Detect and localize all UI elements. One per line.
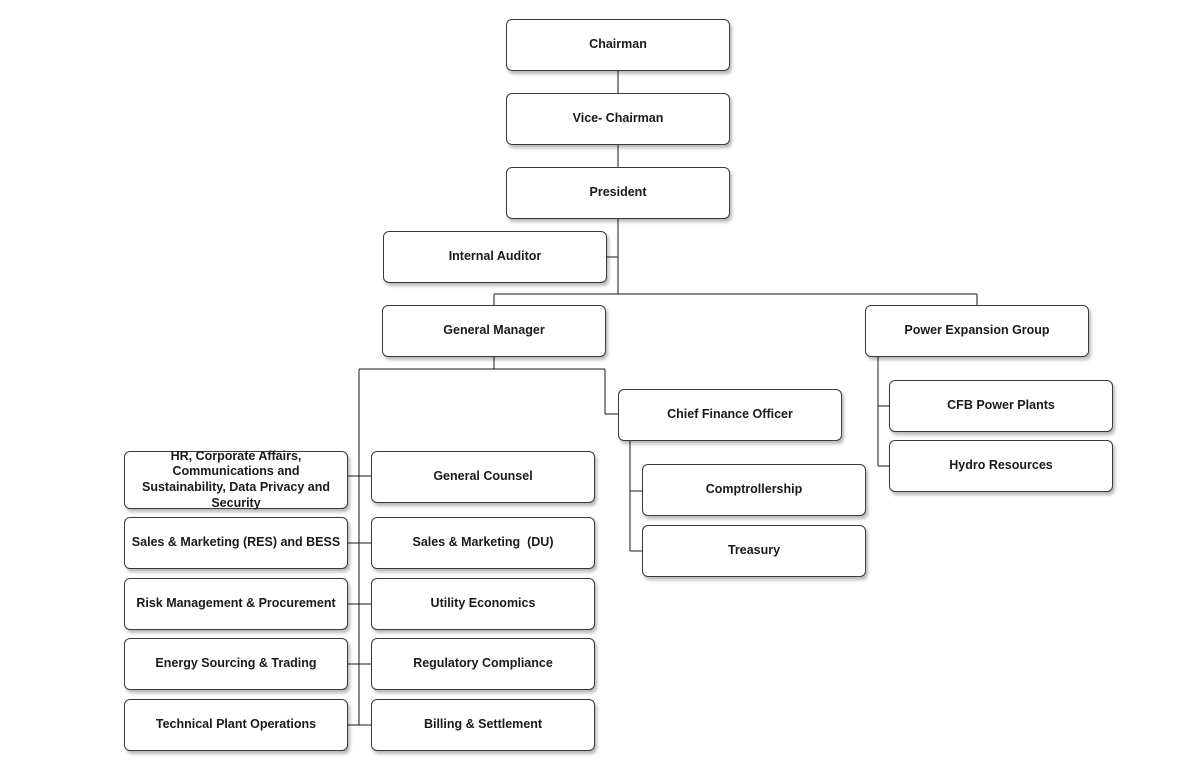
hydro-resources-box: Hydro Resources — [889, 440, 1113, 492]
treasury-label: Treasury — [727, 543, 781, 558]
general-manager-box: General Manager — [382, 305, 606, 357]
sales-marketing-du-box: Sales & Marketing (DU) — [371, 517, 595, 569]
comptrollership-box: Comptrollership — [642, 464, 866, 516]
chief-finance-officer-box: Chief Finance Officer — [618, 389, 842, 441]
technical-plant-operations-label: Technical Plant Operations — [155, 717, 317, 732]
sales-marketing-res-bess-label: Sales & Marketing (RES) and BESS — [131, 535, 341, 550]
chairman-label: Chairman — [589, 37, 647, 52]
sales-marketing-du-label: Sales & Marketing (DU) — [412, 535, 554, 550]
billing-settlement-box: Billing & Settlement — [371, 699, 595, 751]
power-expansion-group-box: Power Expansion Group — [865, 305, 1089, 357]
hydro-resources-label: Hydro Resources — [949, 458, 1053, 473]
president-label: President — [589, 185, 647, 200]
utility-economics-box: Utility Economics — [371, 578, 595, 630]
general-counsel-box: General Counsel — [371, 451, 595, 503]
hr-corporate-affairs-box: HR, Corporate Affairs, Communications an… — [124, 448, 348, 510]
internal-auditor-box: Internal Auditor — [383, 231, 607, 283]
vice-chairman-box: Vice- Chairman — [506, 93, 730, 145]
power-expansion-group-label: Power Expansion Group — [904, 323, 1050, 338]
regulatory-compliance-box: Regulatory Compliance — [371, 638, 595, 690]
billing-settlement-label: Billing & Settlement — [423, 717, 543, 732]
vice-chairman-label: Vice- Chairman — [572, 111, 664, 126]
internal-auditor-label: Internal Auditor — [448, 249, 542, 264]
hr-corporate-affairs-label: HR, Corporate Affairs, Communications an… — [141, 448, 331, 510]
risk-management-procurement-label: Risk Management & Procurement — [136, 596, 336, 611]
utility-economics-label: Utility Economics — [430, 596, 536, 611]
chairman-box: Chairman — [506, 19, 730, 71]
general-manager-label: General Manager — [443, 323, 545, 338]
regulatory-compliance-label: Regulatory Compliance — [413, 656, 553, 671]
comptrollership-label: Comptrollership — [705, 482, 803, 497]
cfb-power-plants-label: CFB Power Plants — [947, 398, 1055, 413]
energy-sourcing-trading-box: Energy Sourcing & Trading — [124, 638, 348, 690]
cfb-power-plants-box: CFB Power Plants — [889, 380, 1113, 432]
risk-management-procurement-box: Risk Management & Procurement — [124, 578, 348, 630]
sales-marketing-res-bess-box: Sales & Marketing (RES) and BESS — [124, 517, 348, 569]
president-box: President — [506, 167, 730, 219]
general-counsel-label: General Counsel — [433, 469, 533, 484]
technical-plant-operations-box: Technical Plant Operations — [124, 699, 348, 751]
energy-sourcing-trading-label: Energy Sourcing & Trading — [155, 656, 317, 671]
chief-finance-officer-label: Chief Finance Officer — [667, 407, 793, 422]
treasury-box: Treasury — [642, 525, 866, 577]
